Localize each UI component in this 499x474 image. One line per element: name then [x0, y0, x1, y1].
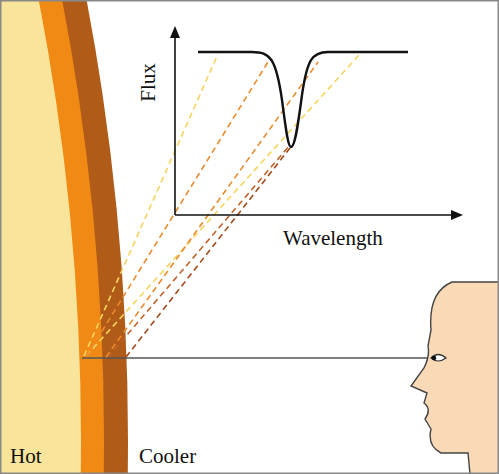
- ray: [108, 145, 290, 357]
- axis-arrow: [451, 210, 463, 220]
- axis-label: Wavelength: [283, 228, 383, 249]
- region-label: Hot: [10, 446, 42, 467]
- axis-label: Flux: [137, 63, 158, 102]
- spectrum-curve: [198, 52, 408, 147]
- cool-layer: [0, 0, 128, 474]
- eye-pupil: [432, 356, 437, 361]
- observer-face: [411, 282, 499, 474]
- ray: [84, 54, 218, 356]
- hot-interior: [0, 0, 81, 474]
- x-axis: [175, 214, 455, 216]
- middle-layer: [0, 0, 104, 474]
- axis-arrow: [170, 26, 180, 38]
- ray: [126, 148, 290, 357]
- ray: [86, 54, 360, 356]
- ray: [106, 62, 318, 357]
- region-label: Cooler: [139, 446, 196, 467]
- observer-eye: [431, 355, 446, 362]
- y-axis: [174, 34, 176, 215]
- ray: [86, 62, 268, 357]
- sight-line: [82, 357, 428, 359]
